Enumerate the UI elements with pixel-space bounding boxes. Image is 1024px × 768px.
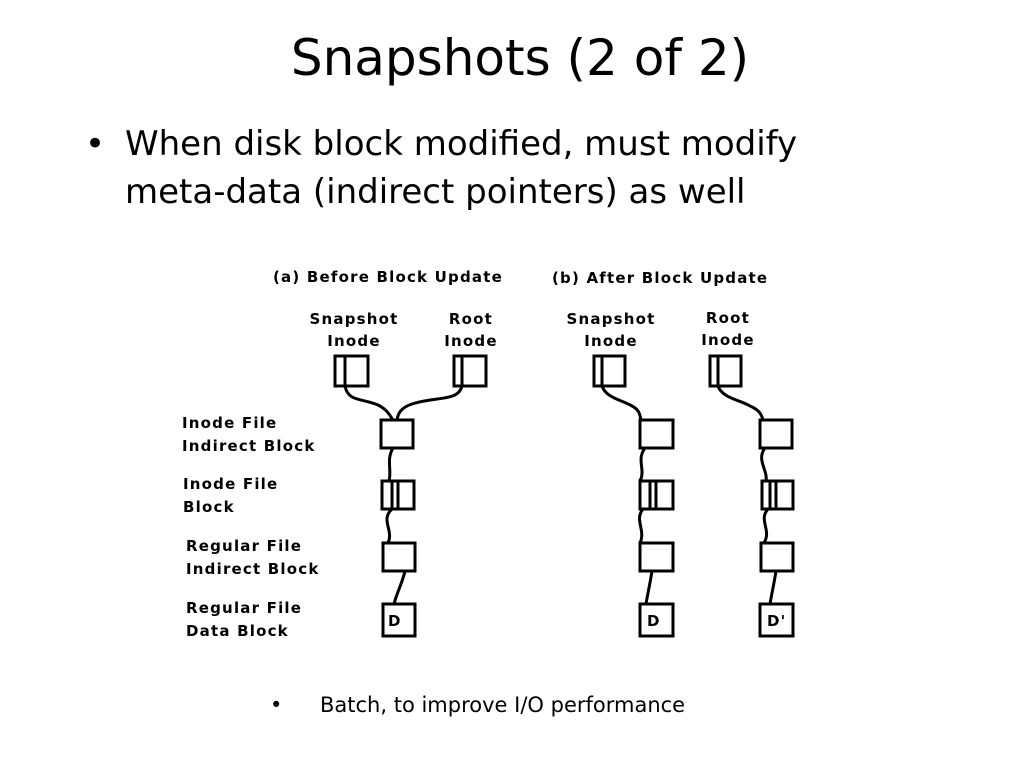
panel-b-root-link-3 [768, 570, 778, 605]
panel-b-updated-data-block [758, 602, 795, 638]
panel-b-snapshot-inode [592, 354, 627, 388]
panel-b-snapshot-link-1 [638, 447, 647, 482]
sub-bullet: • Batch, to improve I/O performance [270, 690, 685, 720]
level-label-regular-indirect: Regular File [186, 537, 302, 555]
main-bullet: • When disk block modified, must modify … [85, 120, 905, 216]
level-label-inode-indirect-2: Indirect Block [182, 437, 316, 455]
panel-b-snapshot-link-0 [600, 385, 643, 421]
panel-a-link-1 [387, 447, 395, 482]
panel-b-root-regular-indirect-block [759, 541, 795, 573]
panel-b-snapshot-inode-label-2: Inode [584, 332, 637, 350]
panel-a-snapshot-inode-label: Snapshot [309, 310, 398, 328]
level-label-inode-indirect: Inode File [182, 414, 277, 432]
bullet-marker: • [85, 124, 106, 164]
panel-b-root-link-2 [762, 507, 770, 544]
panel-b-caption: (b) After Block Update [552, 269, 768, 287]
panel-a-link-root [395, 385, 464, 421]
panel-b-root-inode-indirect-block [758, 418, 794, 450]
level-label-inode-block: Inode File [183, 475, 278, 493]
panel-b-snapshot-link-2 [638, 508, 645, 544]
panel-b-root-inode-label-2: Inode [701, 331, 754, 349]
slide-title: Snapshots (2 of 2) [290, 29, 750, 87]
level-label-regular-data-2: Data Block [186, 622, 289, 640]
panel-b-snapshot-regular-indirect-block [638, 541, 675, 573]
panel-a-inode-indirect-block [379, 418, 415, 450]
panel-a-link-snapshot [343, 385, 395, 421]
level-label-inode-block-2: Block [183, 498, 235, 516]
level-label-regular-indirect-2: Indirect Block [186, 560, 320, 578]
panel-a-regular-indirect-block [381, 541, 417, 573]
panel-b-root-inode-label: Root [706, 309, 750, 327]
main-bullet-text: When disk block modified, must modify me… [125, 124, 798, 212]
panel-a-root-inode [452, 354, 488, 388]
panel-b-snapshot-inode-indirect-block [638, 418, 675, 450]
panel-b-snapshot-link-3 [644, 570, 654, 605]
panel-b-snapshot-data-block-label: D [647, 612, 661, 630]
panel-b-root-link-0 [716, 385, 765, 421]
panel-a-snapshot-inode-label-2: Inode [327, 332, 380, 350]
panel-b-snapshot-inode-label: Snapshot [566, 310, 655, 328]
sub-bullet-marker: • [270, 693, 283, 717]
panel-a-link-3 [392, 570, 407, 605]
panel-b-snapshot-data-block [638, 602, 675, 638]
panel-a-root-inode-label: Root [449, 310, 493, 328]
panel-a-data-block-label: D [388, 612, 402, 630]
panel-a-link-2 [385, 507, 394, 544]
level-label-regular-data: Regular File [186, 599, 302, 617]
panel-a-caption: (a) Before Block Update [273, 268, 503, 286]
panel-a-root-inode-label-2: Inode [444, 332, 497, 350]
panel-b-updated-data-block-label: D' [767, 612, 786, 630]
panel-a-data-block [381, 602, 417, 638]
sub-bullet-text: Batch, to improve I/O performance [320, 693, 686, 717]
panel-b-root-link-1 [760, 447, 768, 482]
panel-b-root-inode [708, 354, 743, 388]
panel-a-snapshot-inode [333, 354, 370, 388]
